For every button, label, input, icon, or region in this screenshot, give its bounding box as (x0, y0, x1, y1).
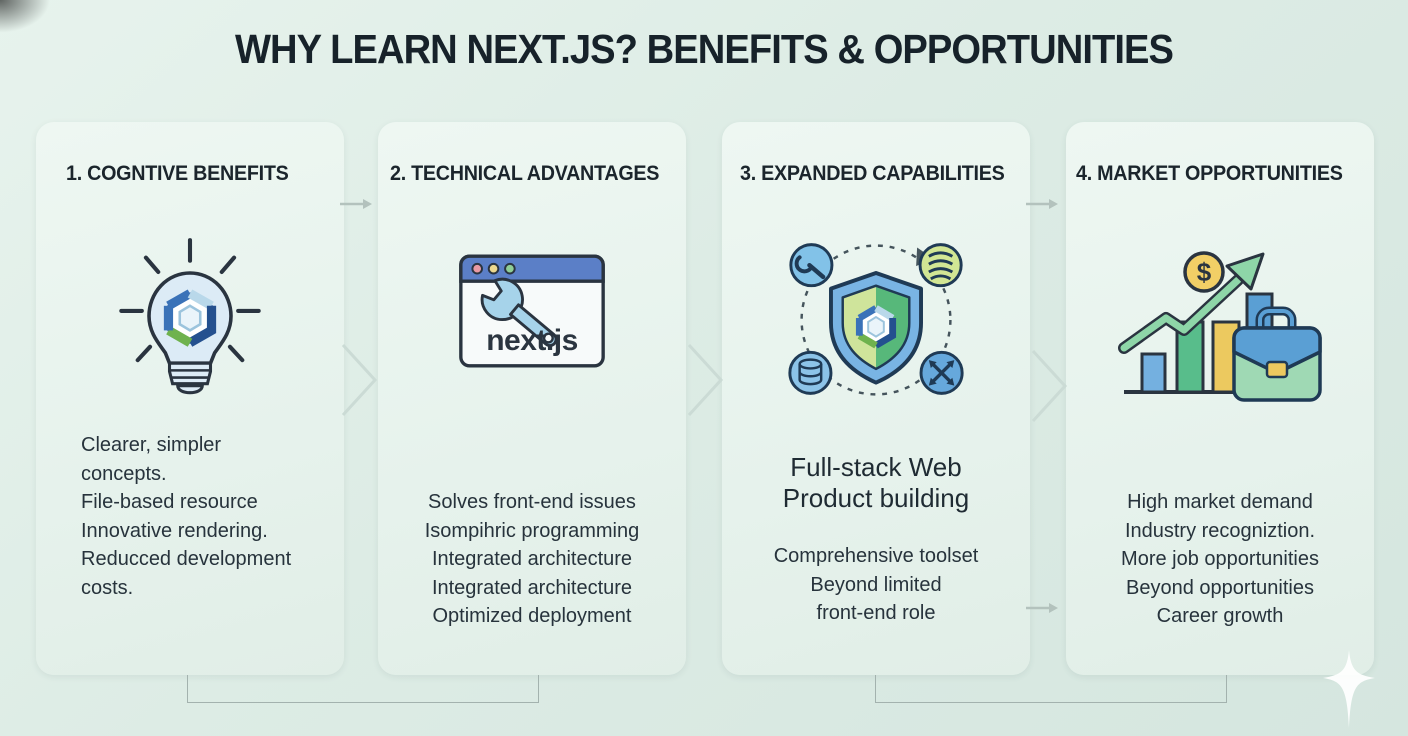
card-market-opportunities: 4. MARKET OPPORTUNITIES $ High market (1066, 122, 1374, 675)
sparkle-icon (1323, 650, 1375, 728)
corner-smudge (0, 0, 52, 34)
bottom-connector-bracket (187, 675, 539, 703)
card-body: Solves front-end issues Isompihric progr… (424, 491, 640, 627)
card-body: Comprehensive toolset Beyond limited fro… (773, 545, 979, 624)
chevron-right-icon (687, 343, 724, 417)
bottom-connector-bracket (875, 675, 1227, 703)
browser-label: next.js (486, 324, 578, 357)
card-heading: 3. EXPANDED CAPABILITIES (740, 162, 1005, 185)
lightbulb-idea-icon (108, 232, 272, 401)
card-body: Clearer, simpler concepts. File-based re… (81, 434, 292, 599)
card-cognitive-benefits: 1. COGNTIVE BENEFITS (36, 122, 344, 675)
card-heading: 2. TECHNICAL ADVANTAGES (390, 162, 660, 185)
card-body: High market demand Industry recogniztion… (1121, 491, 1319, 627)
card-heading: 4. MARKET OPPORTUNITIES (1076, 162, 1343, 185)
browser-wrench-icon: next.js (457, 250, 607, 372)
page-title: WHY LEARN NEXT.JS? BENEFITS & OPPORTUNIT… (234, 26, 1174, 72)
dollar-symbol: $ (1197, 257, 1212, 287)
chevron-right-icon (341, 343, 378, 417)
flow-arrow-icon (1026, 603, 1058, 613)
card-subheading: Full-stack Web Product building (782, 452, 970, 513)
flow-arrow-icon (340, 199, 372, 209)
shield-ecosystem-icon (776, 226, 976, 417)
growth-chart-briefcase-icon: $ (1114, 234, 1326, 411)
card-technical-advantages: 2. TECHNICAL ADVANTAGES next.js Solves f… (378, 122, 686, 675)
card-heading: 1. COGNTIVE BENEFITS (66, 162, 289, 185)
flow-arrow-icon (1026, 199, 1058, 209)
chevron-right-icon (1031, 349, 1068, 423)
card-expanded-capabilities: 3. EXPANDED CAPABILITIES (722, 122, 1030, 675)
